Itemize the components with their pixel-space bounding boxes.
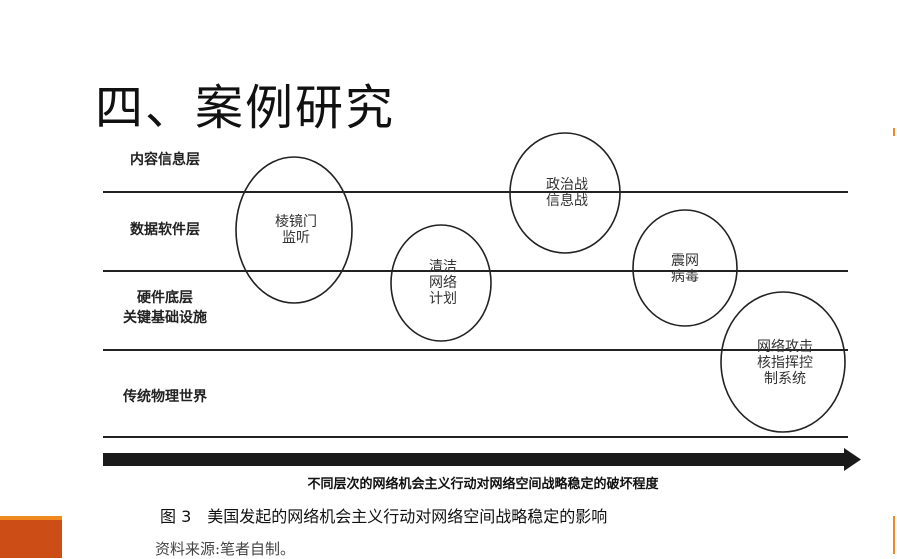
layer-label-content: 内容信息层 <box>130 152 200 168</box>
source-note: 资料来源:笔者自制。 <box>155 540 296 558</box>
case-circle <box>632 209 738 327</box>
case-circle <box>390 224 492 342</box>
case-line: 信息战 <box>546 193 588 209</box>
arrow-head <box>844 448 861 471</box>
case-line: 棱镜门 <box>275 214 317 230</box>
case-clean-network: 清洁网络计划 <box>429 259 457 307</box>
layer-label-hardware: 硬件底层 关键基础设施 <box>123 290 207 326</box>
slide-title: 四、案例研究 <box>95 80 396 136</box>
case-line: 病毒 <box>671 269 699 285</box>
figure-caption: 图 3 美国发起的网络机会主义行动对网络空间战略稳定的影响 <box>160 507 608 526</box>
accent-tick <box>893 128 895 136</box>
accent-block <box>0 516 62 558</box>
case-nuclear-c2: 网络攻击核指挥控制系统 <box>757 339 813 387</box>
case-line: 网络攻击 <box>757 339 813 355</box>
case-line: 核指挥控 <box>757 355 813 371</box>
case-stuxnet: 震网病毒 <box>671 253 699 285</box>
case-political-war: 政治战信息战 <box>546 177 588 209</box>
case-circle <box>509 132 621 254</box>
case-line: 网络 <box>429 275 457 291</box>
case-line: 监听 <box>282 230 310 246</box>
case-line: 制系统 <box>764 371 806 387</box>
case-circle <box>720 291 846 433</box>
accent-tick <box>893 516 895 554</box>
case-line: 计划 <box>429 291 457 307</box>
axis-label: 不同层次的网络机会主义行动对网络空间战略稳定的破坏程度 <box>307 477 659 492</box>
case-line: 清洁 <box>429 259 457 275</box>
case-circle <box>235 156 353 304</box>
arrow-shaft <box>103 453 846 466</box>
case-line: 政治战 <box>546 177 588 193</box>
layer-label-data: 数据软件层 <box>130 222 200 238</box>
case-prism: 棱镜门监听 <box>275 214 317 246</box>
layer-label-physical: 传统物理世界 <box>123 389 207 405</box>
case-line: 震网 <box>671 253 699 269</box>
